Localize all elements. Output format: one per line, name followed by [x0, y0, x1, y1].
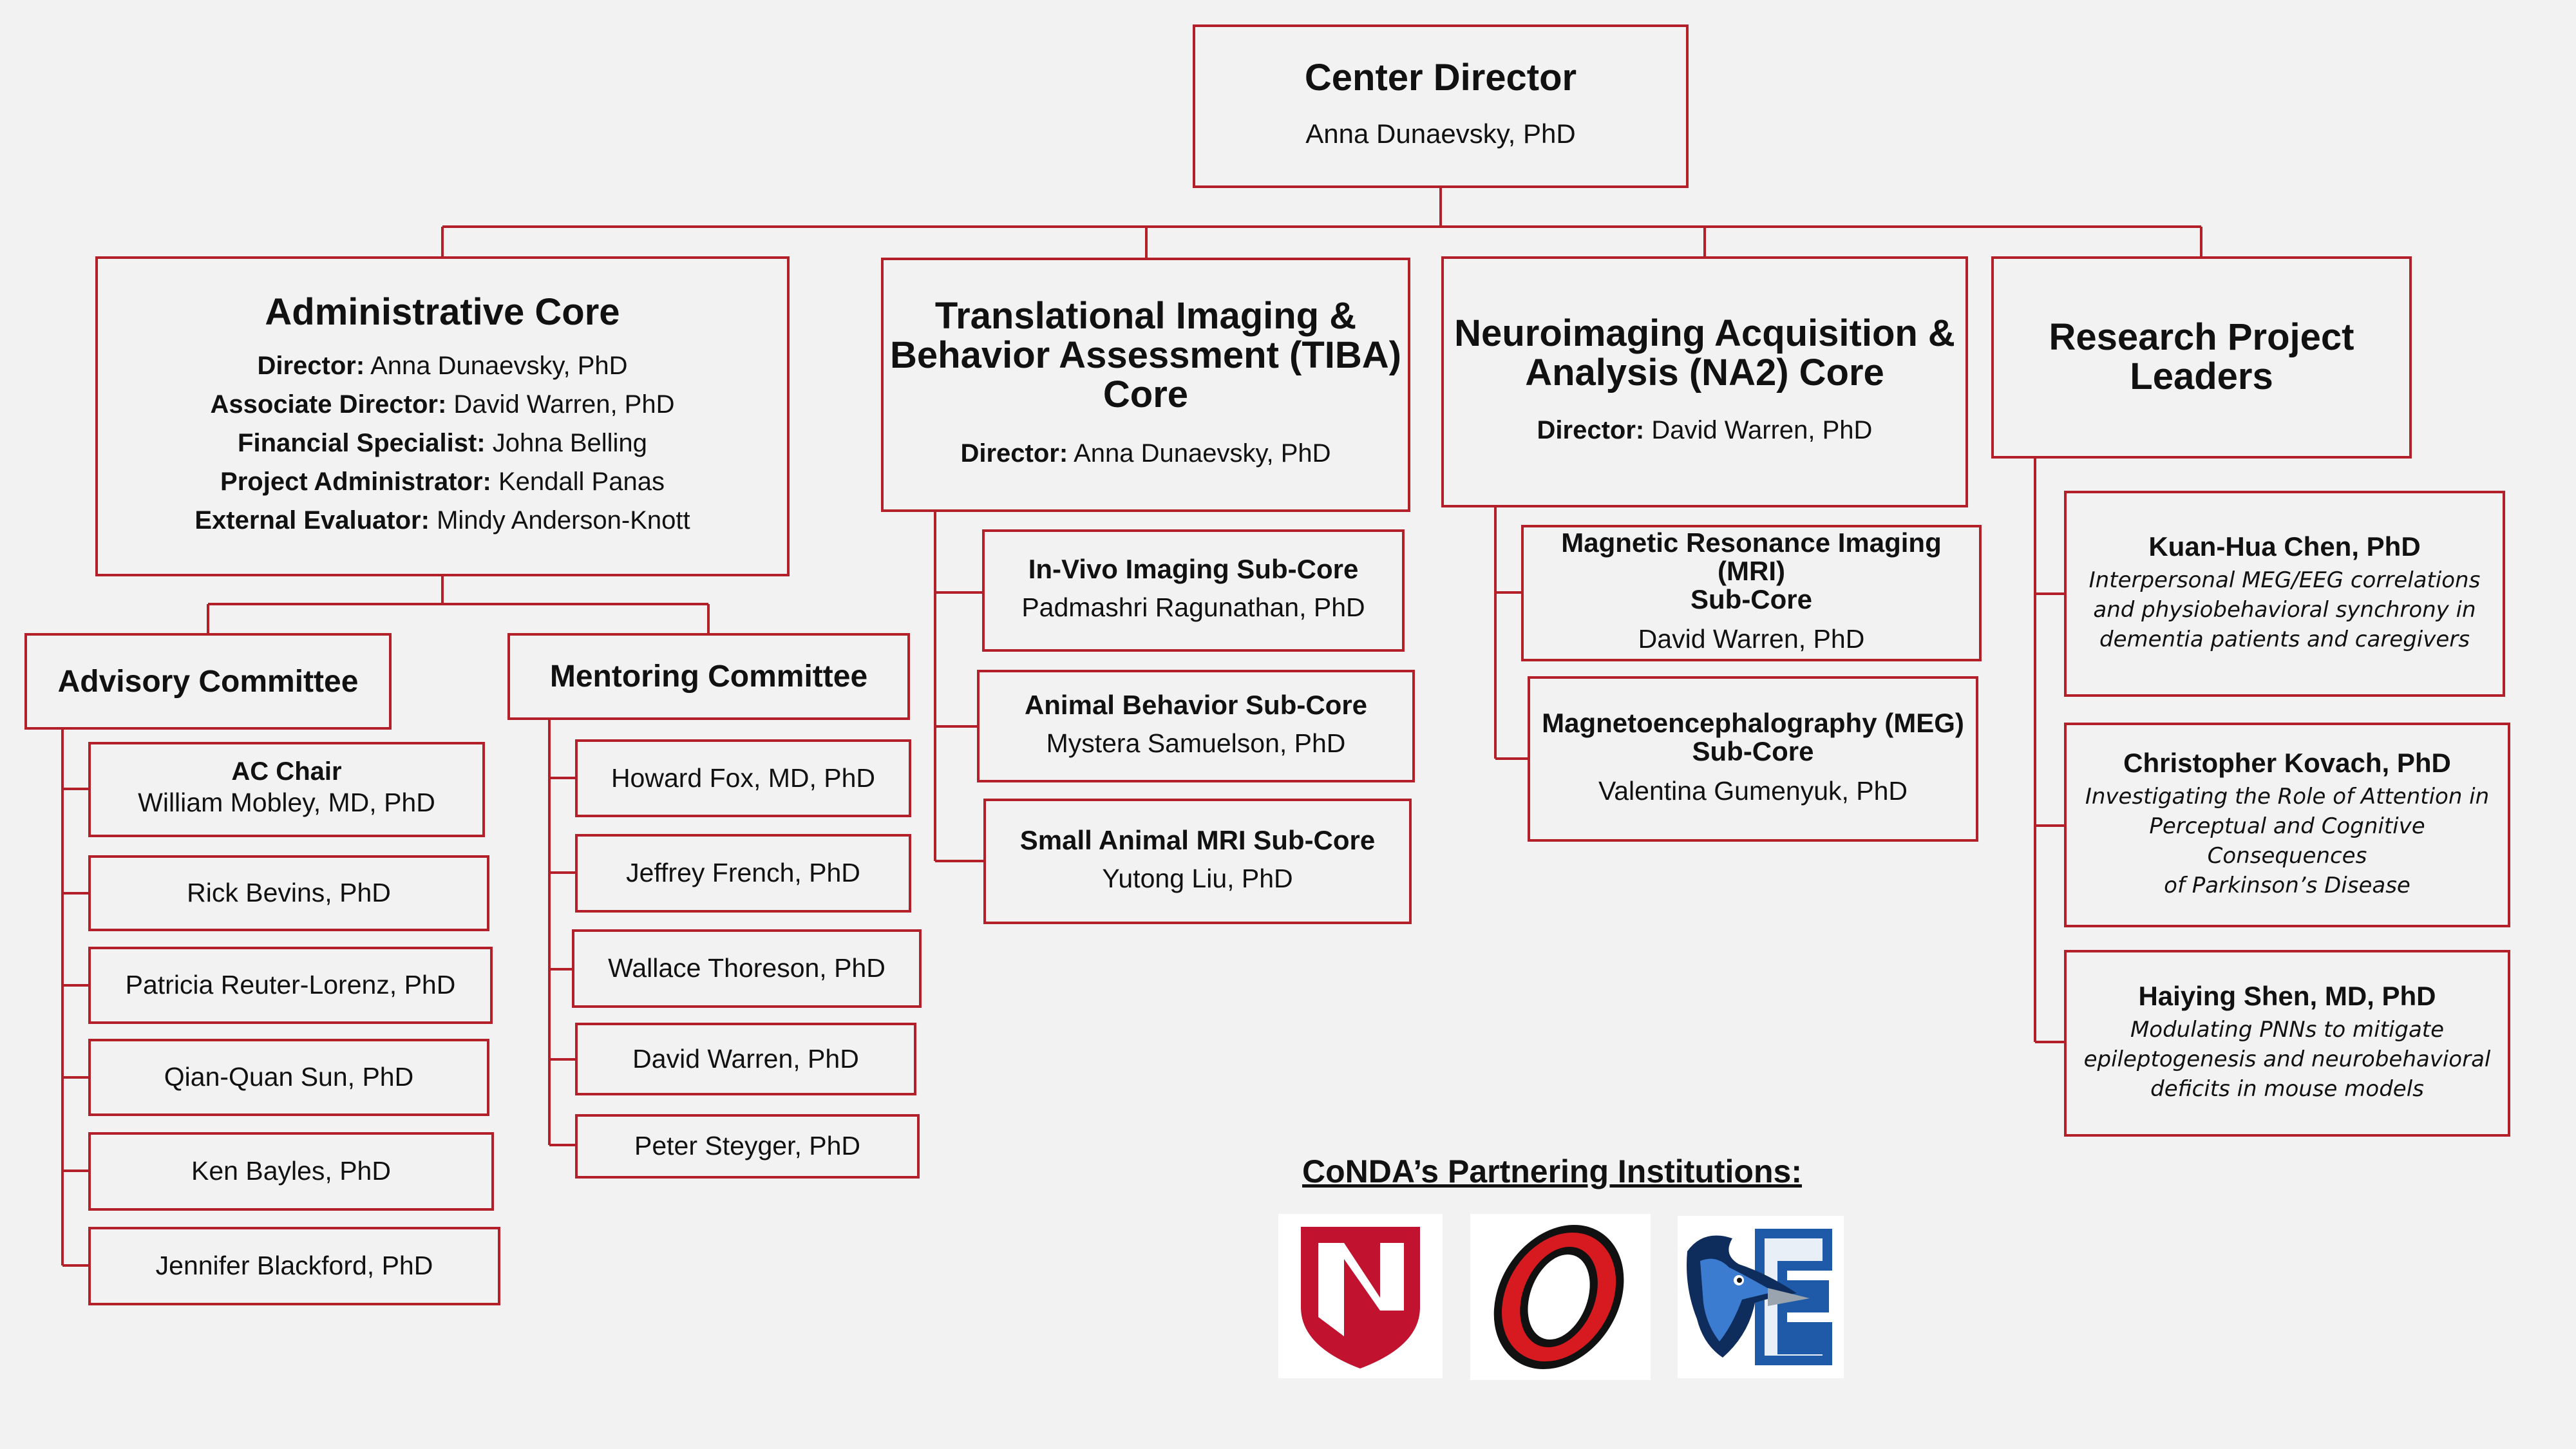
advisory-member-box: Jennifer Blackford, PhD — [88, 1227, 500, 1305]
research-project-line: dementia patients and caregivers — [2099, 626, 2470, 652]
na2-subcore-title-line-1: Magnetoencephalography (MEG) — [1542, 707, 1964, 738]
advisory-committee-box: Advisory Committee — [24, 633, 392, 730]
research-leader-box: Christopher Kovach, PhD Investigating th… — [2064, 723, 2510, 927]
advisory-member-box: Patricia Reuter-Lorenz, PhD — [88, 947, 493, 1024]
na2-subcore-title-line-1: Magnetic Resonance Imaging (MRI) — [1561, 527, 1942, 587]
advisory-member-name: Ken Bayles, PhD — [191, 1156, 391, 1186]
advisory-member-box: Rick Bevins, PhD — [88, 855, 489, 931]
tiba-subcore-box: In-Vivo Imaging Sub-Core Padmashri Ragun… — [982, 529, 1405, 652]
tiba-subcore-lead: Padmashri Ragunathan, PhD — [1021, 592, 1365, 623]
research-project-line: and physiobehavioral synchrony in — [2093, 597, 2476, 623]
na2-subcore-title-line-2: Sub-Core — [1690, 584, 1812, 615]
administrative-core-box: Administrative Core Director: Anna Dunae… — [95, 256, 790, 576]
tiba-core-director: Director: Anna Dunaevsky, PhD — [960, 439, 1331, 468]
center-director-box: Center Director Anna Dunaevsky, PhD — [1193, 24, 1689, 188]
research-leader-name: Haiying Shen, MD, PhD — [2138, 981, 2436, 1012]
na2-subcore-lead: David Warren, PhD — [1638, 624, 1865, 654]
tiba-subcore-lead: Yutong Liu, PhD — [1102, 863, 1293, 893]
admin-role-financial-specialist: Financial Specialist: Johna Belling — [238, 428, 647, 457]
mentoring-member-name: Howard Fox, MD, PhD — [611, 762, 876, 793]
center-director-name: Anna Dunaevsky, PhD — [1305, 118, 1576, 149]
tiba-subcore-lead: Mystera Samuelson, PhD — [1046, 728, 1346, 758]
advisory-member-box: Qian-Quan Sun, PhD — [88, 1039, 489, 1116]
na2-subcore-lead: Valentina Gumenyuk, PhD — [1598, 775, 1908, 806]
advisory-committee-title: Advisory Committee — [57, 664, 359, 699]
unmc-logo — [1278, 1214, 1443, 1378]
research-project-line: deficits in mouse models — [2150, 1075, 2424, 1102]
na2-core-director: Director: David Warren, PhD — [1537, 415, 1873, 444]
tiba-core-box: Translational Imaging & Behavior Assessm… — [881, 258, 1410, 512]
mentoring-member-box: Jeffrey French, PhD — [575, 834, 911, 913]
admin-role-director: Director: Anna Dunaevsky, PhD — [257, 351, 628, 380]
advisory-member-name: Patricia Reuter-Lorenz, PhD — [125, 970, 456, 1000]
research-project-line: Investigating the Role of Attention in — [2085, 784, 2490, 810]
mentoring-member-box: Wallace Thoreson, PhD — [572, 929, 922, 1008]
partnering-institutions-heading: CoNDA’s Partnering Institutions: — [1302, 1153, 1802, 1189]
admin-role-associate-director: Associate Director: David Warren, PhD — [210, 390, 675, 419]
administrative-core-title: Administrative Core — [265, 291, 620, 334]
mentoring-member-name: David Warren, PhD — [632, 1043, 859, 1074]
research-title-line-1: Research Project — [2049, 316, 2354, 359]
tiba-subcore-box: Small Animal MRI Sub-Core Yutong Liu, Ph… — [983, 799, 1412, 924]
na2-subcore-title-line-2: Sub-Core — [1692, 735, 1814, 766]
tiba-subcore-box: Animal Behavior Sub-Core Mystera Samuels… — [977, 670, 1415, 782]
tiba-core-title-line-3: Core — [1103, 373, 1189, 415]
na2-subcore-box: Magnetic Resonance Imaging (MRI) Sub-Cor… — [1521, 525, 1982, 661]
advisory-member-box: Ken Bayles, PhD — [88, 1132, 494, 1211]
research-project-line: Interpersonal MEG/EEG correlations — [2088, 567, 2481, 594]
advisory-member-name: Qian-Quan Sun, PhD — [164, 1062, 414, 1092]
tiba-subcore-title: Small Animal MRI Sub-Core — [1019, 824, 1376, 855]
mentoring-member-box: David Warren, PhD — [575, 1023, 916, 1095]
research-project-line: epileptogenesis and neurobehavioral — [2083, 1046, 2491, 1073]
mentoring-member-name: Peter Steyger, PhD — [634, 1131, 860, 1161]
advisory-member-name: William Mobley, MD, PhD — [138, 788, 435, 818]
mentoring-member-box: Peter Steyger, PhD — [575, 1114, 920, 1179]
mentoring-member-name: Wallace Thoreson, PhD — [608, 953, 886, 983]
research-leader-name: Kuan-Hua Chen, PhD — [2148, 531, 2421, 562]
na2-core-title-line-1: Neuroimaging Acquisition & — [1454, 312, 1955, 355]
na2-core-title-line-2: Analysis (NA2) Core — [1525, 352, 1884, 393]
admin-role-project-administrator: Project Administrator: Kendall Panas — [220, 467, 665, 496]
tiba-core-title-line-1: Translational Imaging & — [934, 295, 1357, 337]
creighton-bluejay-logo — [1678, 1216, 1844, 1378]
uno-logo — [1470, 1214, 1651, 1380]
research-leader-box: Haiying Shen, MD, PhD Modulating PNNs to… — [2064, 950, 2510, 1137]
research-project-line: Perceptual and Cognitive Consequences — [2149, 813, 2425, 869]
research-title-line-2: Leaders — [2130, 355, 2273, 397]
tiba-core-title-line-2: Behavior Assessment (TIBA) — [890, 334, 1401, 377]
mentoring-member-box: Howard Fox, MD, PhD — [575, 739, 911, 817]
mentoring-member-name: Jeffrey French, PhD — [626, 858, 860, 888]
na2-core-box: Neuroimaging Acquisition & Analysis (NA2… — [1441, 256, 1968, 507]
admin-role-external-evaluator: External Evaluator: Mindy Anderson-Knott — [194, 506, 690, 535]
research-leader-box: Kuan-Hua Chen, PhD Interpersonal MEG/EEG… — [2064, 491, 2505, 697]
research-leader-name: Christopher Kovach, PhD — [2123, 748, 2451, 779]
research-project-leaders-box: Research Project Leaders — [1991, 256, 2412, 459]
mentoring-committee-title: Mentoring Committee — [549, 659, 868, 694]
mentoring-committee-box: Mentoring Committee — [507, 633, 910, 720]
ac-chair-label: AC Chair — [231, 757, 342, 786]
advisory-member-name: Rick Bevins, PhD — [187, 878, 391, 908]
research-project-line: of Parkinson’s Disease — [2164, 872, 2410, 898]
tiba-subcore-title: Animal Behavior Sub-Core — [1024, 689, 1368, 720]
advisory-member-box: AC Chair William Mobley, MD, PhD — [88, 742, 485, 837]
advisory-member-name: Jennifer Blackford, PhD — [155, 1251, 433, 1281]
na2-subcore-box: Magnetoencephalography (MEG) Sub-Core Va… — [1528, 676, 1978, 842]
research-project-line: Modulating PNNs to mitigate — [2130, 1017, 2445, 1043]
tiba-subcore-title: In-Vivo Imaging Sub-Core — [1028, 554, 1359, 585]
center-director-title: Center Director — [1304, 57, 1577, 99]
